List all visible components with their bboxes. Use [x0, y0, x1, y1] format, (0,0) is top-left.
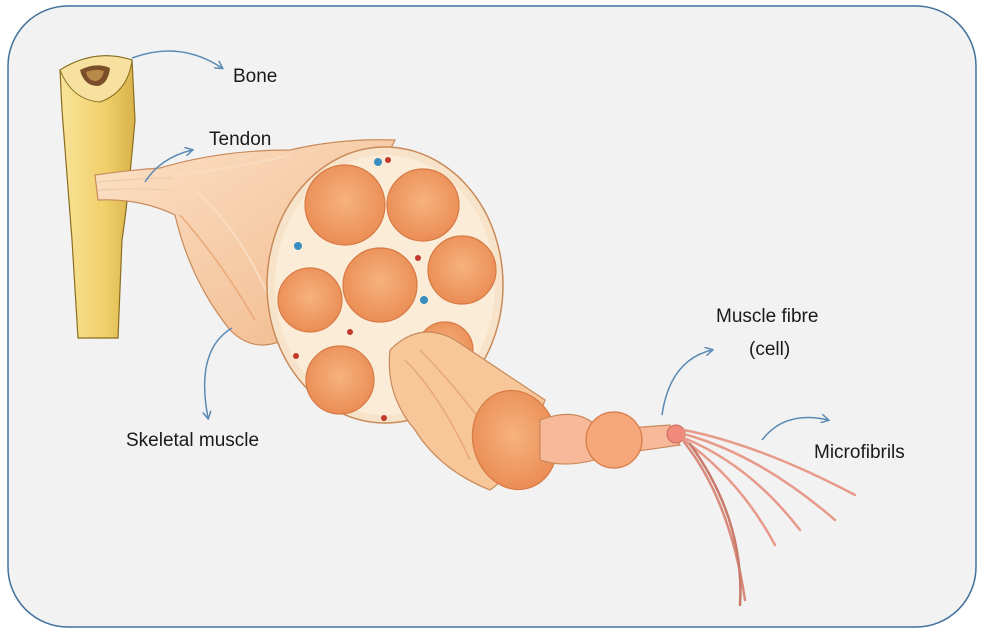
tendon-label: Tendon — [209, 129, 271, 150]
microfibrils-label: Microfibrils — [814, 442, 905, 463]
bone-label: Bone — [233, 66, 277, 87]
skeletal-muscle-label: Skeletal muscle — [126, 430, 259, 451]
muscle-fibre-label: Muscle fibre — [716, 306, 818, 327]
muscle-fibre-cell-label: (cell) — [749, 339, 790, 360]
